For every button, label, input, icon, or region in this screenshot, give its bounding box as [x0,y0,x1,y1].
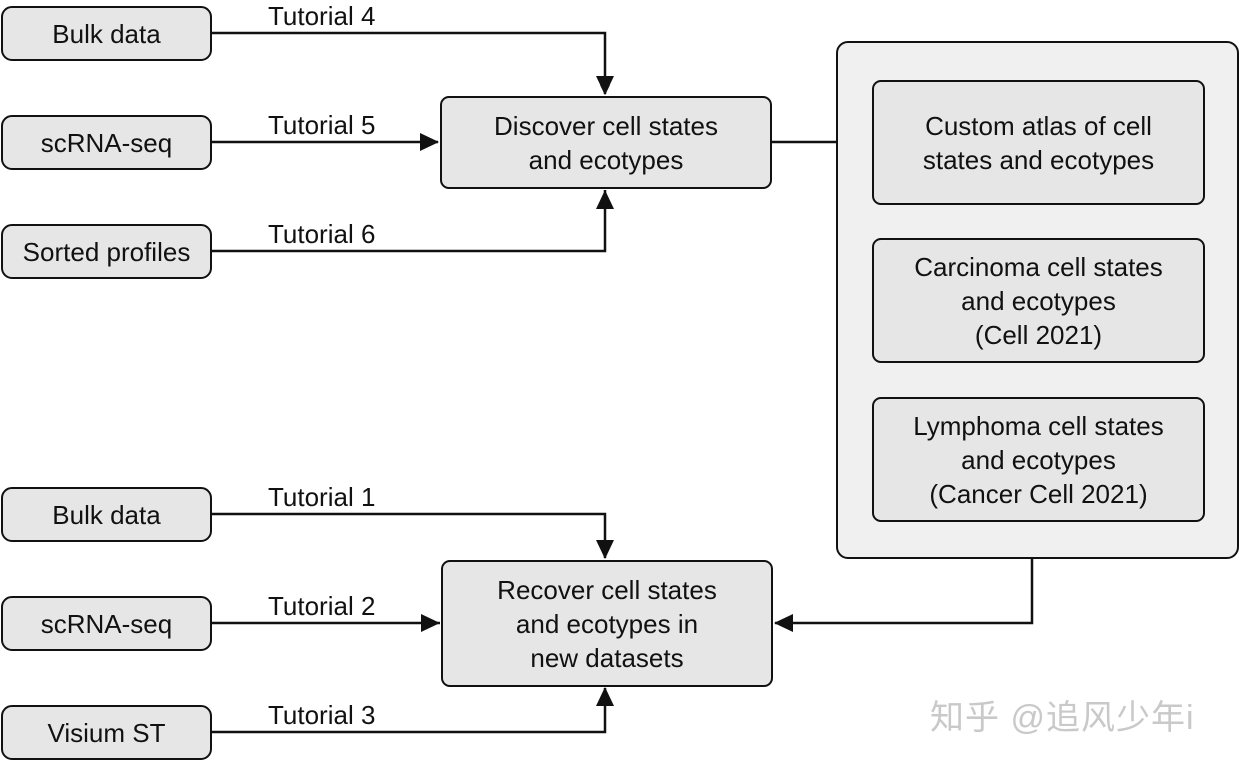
atlas-custom: Custom atlas of cell states and ecotypes [872,80,1205,205]
input-scrna-seq-top: scRNA-seq [1,115,212,170]
input-sorted-profiles: Sorted profiles [1,224,212,279]
atlas-lymphoma-line-3: (Cancer Cell 2021) [929,478,1148,509]
input-label: scRNA-seq [40,127,173,158]
tutorial-5-label: Tutorial 5 [268,110,376,140]
input-label: Sorted profiles [22,236,191,267]
atlas-custom-line-2: states and ecotypes [922,144,1155,175]
atlas-lymphoma-line-2: and ecotypes [961,444,1116,475]
tutorial-1-label: Tutorial 1 [268,482,376,512]
recover-line-3: new datasets [530,642,684,673]
arrowhead-down-recover [596,540,614,559]
atlas-lymphoma: Lymphoma cell states and ecotypes (Cance… [872,397,1205,522]
watermark: 知乎 @追风少年i [930,699,1195,737]
discover-box: Discover cell states and ecotypes [440,96,772,189]
arrowhead-down-discover [596,76,614,95]
atlas-carcinoma-line-3: (Cell 2021) [974,319,1103,350]
input-label: Bulk data [52,499,161,530]
input-label: Visium ST [47,717,166,748]
input-label: scRNA-seq [40,608,173,639]
arrow-tutorial-1 [212,512,607,558]
atlas-carcinoma-line-2: and ecotypes [961,285,1116,316]
input-label: Bulk data [52,18,161,49]
arrowhead-right-recover [421,614,440,632]
input-scrna-seq-bottom: scRNA-seq [1,596,212,651]
discover-line-1: Discover cell states [494,110,718,141]
tutorial-3-label: Tutorial 3 [268,700,376,730]
arrowhead-up-recover [596,687,614,706]
recover-line-1: Recover cell states [497,574,717,605]
tutorial-4-label: Tutorial 4 [268,1,376,31]
recover-box: Recover cell states and ecotypes in new … [441,560,773,687]
atlas-carcinoma-line-1: Carcinoma cell states [914,251,1163,282]
atlas-carcinoma: Carcinoma cell states and ecotypes (Cell… [872,238,1205,363]
arrowhead-up-discover [596,190,614,209]
arrow-tutorial-4 [212,31,610,95]
input-visium-st: Visium ST [1,705,212,760]
recover-line-2: and ecotypes in [515,608,699,639]
arrowhead-left-recover [774,614,793,632]
input-bulk-data-top: Bulk data [1,6,212,61]
discover-line-2: and ecotypes [528,144,684,175]
atlas-custom-line-1: Custom atlas of cell [925,110,1152,141]
arrow-atlas-to-recover [775,558,1034,625]
input-bulk-data-bottom: Bulk data [1,487,212,542]
tutorial-6-label: Tutorial 6 [268,219,376,249]
tutorial-2-label: Tutorial 2 [268,591,376,621]
atlas-lymphoma-line-1: Lymphoma cell states [913,410,1164,441]
arrowhead-right-discover [420,133,439,151]
arrow-tutorial-6 [212,190,607,253]
